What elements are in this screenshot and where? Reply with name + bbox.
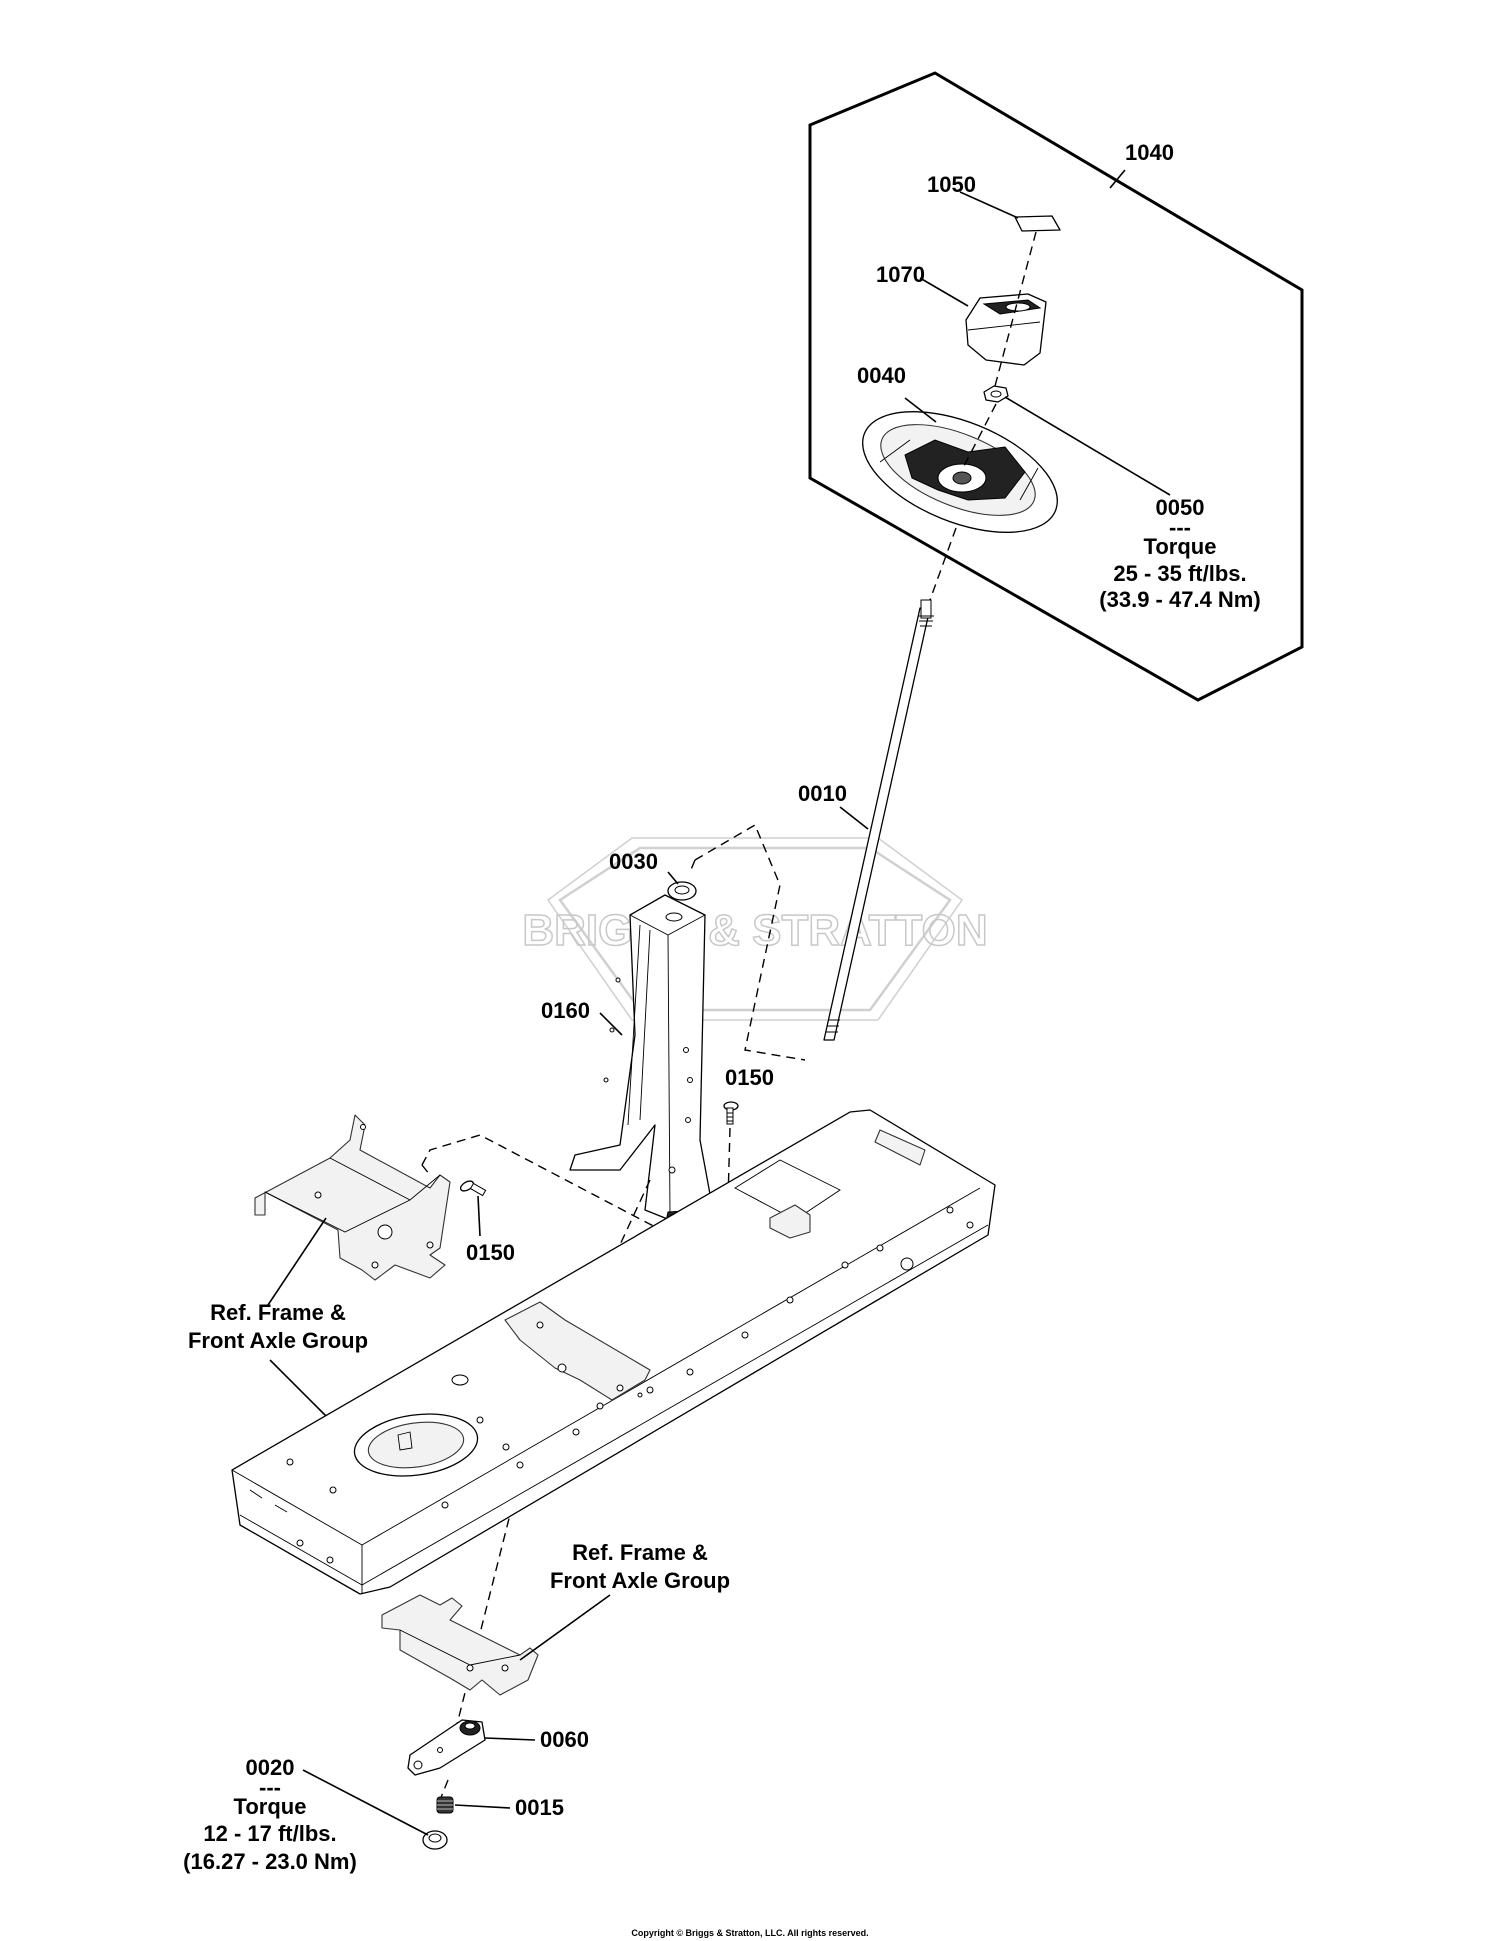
steering-shaft-0010	[823, 599, 934, 1041]
ref-lower-line1: Ref. Frame &	[572, 1540, 708, 1565]
watermark-logo: BRIGGS & STRATTON	[522, 837, 988, 1021]
label-0060: 0060	[540, 1727, 589, 1752]
label-1050: 1050	[927, 172, 976, 197]
label-0160: 0160	[541, 998, 590, 1023]
label-0050: 0050	[1156, 495, 1205, 520]
frame-holes	[286, 1206, 974, 1564]
steering-arm-0060	[407, 1719, 486, 1776]
bolt-0150-right	[723, 1101, 739, 1125]
bolt-0150-left	[459, 1180, 487, 1197]
ref-upper-line2: Front Axle Group	[188, 1328, 368, 1353]
steering-cap-1070	[965, 293, 1047, 366]
nut-0050	[983, 385, 1009, 403]
ref-lower-line2: Front Axle Group	[550, 1568, 730, 1593]
label-0010: 0010	[798, 781, 847, 806]
torque-0050-metric: (33.9 - 47.4 Nm)	[1099, 587, 1260, 612]
ref-bracket-lower	[381, 1594, 539, 1696]
label-0030: 0030	[609, 849, 658, 874]
torque-0050-imperial: 25 - 35 ft/lbs.	[1113, 561, 1246, 586]
torque-0020-title: Torque	[234, 1794, 307, 1819]
decal-1050	[1014, 215, 1061, 232]
label-0015: 0015	[515, 1795, 564, 1820]
label-0150-right: 0150	[725, 1065, 774, 1090]
torque-0050-sep: ---	[1169, 515, 1191, 540]
torque-0020-imperial: 12 - 17 ft/lbs.	[203, 1821, 336, 1846]
gear-0015	[436, 1796, 454, 1814]
kit-box	[808, 71, 1304, 702]
torque-0020-metric: (16.27 - 23.0 Nm)	[183, 1849, 357, 1874]
ref-bracket-upper	[254, 1114, 451, 1281]
watermark-text: BRIGGS & STRATTON	[522, 906, 987, 955]
copyright-notice: Copyright © Briggs & Stratton, LLC. All …	[631, 1928, 868, 1938]
label-0150-left: 0150	[466, 1240, 515, 1265]
label-0040: 0040	[857, 363, 906, 388]
label-0020: 0020	[246, 1755, 295, 1780]
torque-0050-title: Torque	[1144, 534, 1217, 559]
tractor-frame	[231, 1109, 996, 1595]
ref-upper-line1: Ref. Frame &	[210, 1300, 346, 1325]
nut-0020	[422, 1830, 448, 1850]
kit-label-1040: 1040	[1125, 140, 1174, 165]
torque-0020-sep: ---	[259, 1775, 281, 1800]
bushing-0030	[667, 881, 697, 901]
label-1070: 1070	[876, 262, 925, 287]
steering-wheel-0040	[862, 411, 1058, 533]
